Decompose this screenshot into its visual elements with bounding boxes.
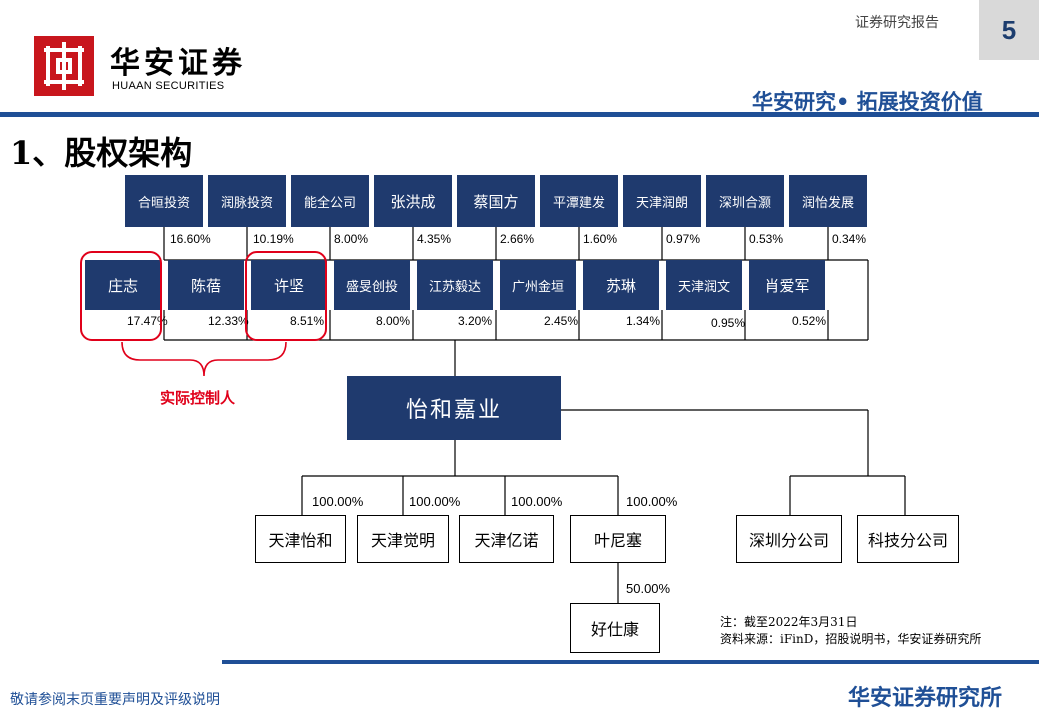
- page-number: 5: [979, 0, 1039, 60]
- share-percent: 10.19%: [253, 232, 294, 246]
- share-percent: 100.00%: [511, 494, 563, 509]
- shareholder-box: 深圳合灏: [706, 175, 784, 227]
- share-percent: 12.33%: [208, 314, 249, 328]
- shareholder-box: 江苏毅达: [417, 260, 493, 310]
- subsidiary-box: 天津怡和: [255, 515, 346, 563]
- share-percent: 0.53%: [749, 232, 784, 246]
- share-percent: 4.35%: [417, 232, 452, 246]
- share-percent: 8.51%: [290, 314, 325, 328]
- source-text: 资料来源：iFinD，招股说明书，华安证券研究所: [720, 632, 982, 646]
- share-percent: 100.00%: [312, 494, 364, 509]
- branch-box: 科技分公司: [857, 515, 959, 563]
- controller-brace: [121, 341, 287, 377]
- shareholder-box: 苏琳: [583, 260, 659, 310]
- share-percent: 0.34%: [832, 232, 867, 246]
- report-type-label: 证券研究报告: [855, 15, 939, 31]
- shareholder-box: 广州金垣: [500, 260, 576, 310]
- header-divider: [0, 112, 1039, 117]
- subsidiary-box: 好仕康: [570, 603, 660, 653]
- share-percent: 3.20%: [458, 314, 493, 328]
- share-percent: 2.45%: [544, 314, 579, 328]
- share-percent: 1.60%: [583, 232, 618, 246]
- controller-highlight: [80, 251, 162, 341]
- share-percent: 0.95%: [711, 316, 746, 330]
- controller-highlight: [245, 251, 327, 341]
- brand-name-cn: 华安证券: [110, 46, 246, 81]
- brand-name-en: HUAAN SECURITIES: [112, 80, 225, 92]
- shareholder-box: 肖爱军: [749, 260, 825, 310]
- share-percent: 0.97%: [666, 232, 701, 246]
- shareholder-box: 润怡发展: [789, 175, 867, 227]
- shareholder-box: 润脉投资: [208, 175, 286, 227]
- disclaimer-link[interactable]: 敬请参阅末页重要声明及评级说明: [10, 692, 220, 708]
- shareholder-box: 张洪成: [374, 175, 452, 227]
- share-percent: 2.66%: [500, 232, 535, 246]
- share-percent: 8.00%: [376, 314, 411, 328]
- share-percent: 100.00%: [626, 494, 678, 509]
- share-percent: 0.52%: [792, 314, 827, 328]
- share-percent: 16.60%: [170, 232, 211, 246]
- share-percent: 100.00%: [409, 494, 461, 509]
- huaan-logo-icon: [34, 36, 94, 96]
- controller-label: 实际控制人: [160, 389, 236, 407]
- share-percent: 17.47%: [127, 314, 168, 328]
- shareholder-box: 庄志: [85, 260, 161, 310]
- shareholder-box: 盛旻创投: [334, 260, 410, 310]
- shareholder-box: 天津润朗: [623, 175, 701, 227]
- subsidiary-box: 天津觉明: [357, 515, 449, 563]
- shareholder-box: 合晅投资: [125, 175, 203, 227]
- share-percent: 1.34%: [626, 314, 661, 328]
- footer-divider: [222, 660, 1039, 664]
- shareholder-box: 许坚: [251, 260, 327, 310]
- company-box: 怡和嘉业: [347, 376, 561, 440]
- header-slogan: 华安研究• 拓展投资价值: [752, 90, 983, 114]
- branch-box: 深圳分公司: [736, 515, 842, 563]
- shareholder-box: 平潭建发: [540, 175, 618, 227]
- note-text: 注：截至2022年3月31日: [720, 615, 858, 629]
- subsidiary-box: 天津亿诺: [459, 515, 554, 563]
- share-percent: 50.00%: [626, 581, 671, 596]
- shareholder-box: 蔡国方: [457, 175, 535, 227]
- shareholder-box: 天津润文: [666, 260, 742, 310]
- share-percent: 8.00%: [334, 232, 369, 246]
- page-title: 1、股权架构: [10, 134, 193, 172]
- shareholder-box: 陈蓓: [168, 260, 244, 310]
- footer-institute: 华安证券研究所: [848, 686, 1003, 711]
- shareholder-box: 能全公司: [291, 175, 369, 227]
- subsidiary-box: 叶尼塞: [570, 515, 666, 563]
